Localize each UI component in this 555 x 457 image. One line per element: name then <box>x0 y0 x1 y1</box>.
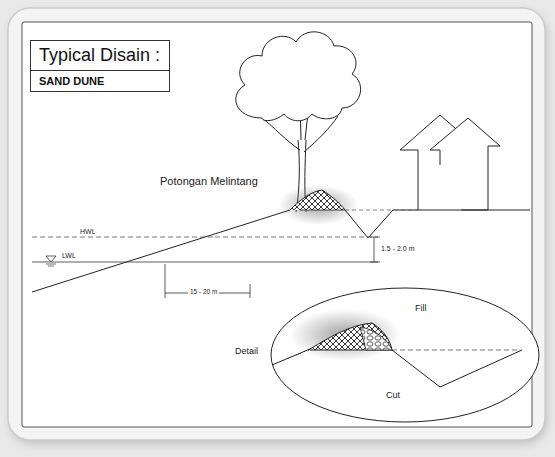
rock-layer <box>360 327 392 350</box>
subtitle-text: SAND DUNE <box>31 71 169 91</box>
fill-label: Fill <box>415 304 427 313</box>
ellipse-outline <box>271 288 539 422</box>
dimension-label: 1.5 - 2.0 m <box>381 245 414 252</box>
detail-outline <box>270 287 540 423</box>
dimension-label: 15 - 20 m <box>188 289 219 296</box>
cut-profile <box>392 350 522 387</box>
section-label: Potongan Melintang <box>160 176 258 187</box>
fill-mound <box>272 323 392 365</box>
water-level-label: LWL <box>62 252 76 259</box>
detail-label: Detail <box>235 347 258 356</box>
cut-label: Cut <box>386 391 400 400</box>
ground-line <box>392 350 520 351</box>
detail-ellipse: DetailFillCut <box>270 287 540 423</box>
water-level-label: HWL <box>80 228 96 235</box>
title-text: Typical Disain : <box>31 41 169 71</box>
title-box: Typical Disain :SAND DUNE <box>30 40 170 92</box>
